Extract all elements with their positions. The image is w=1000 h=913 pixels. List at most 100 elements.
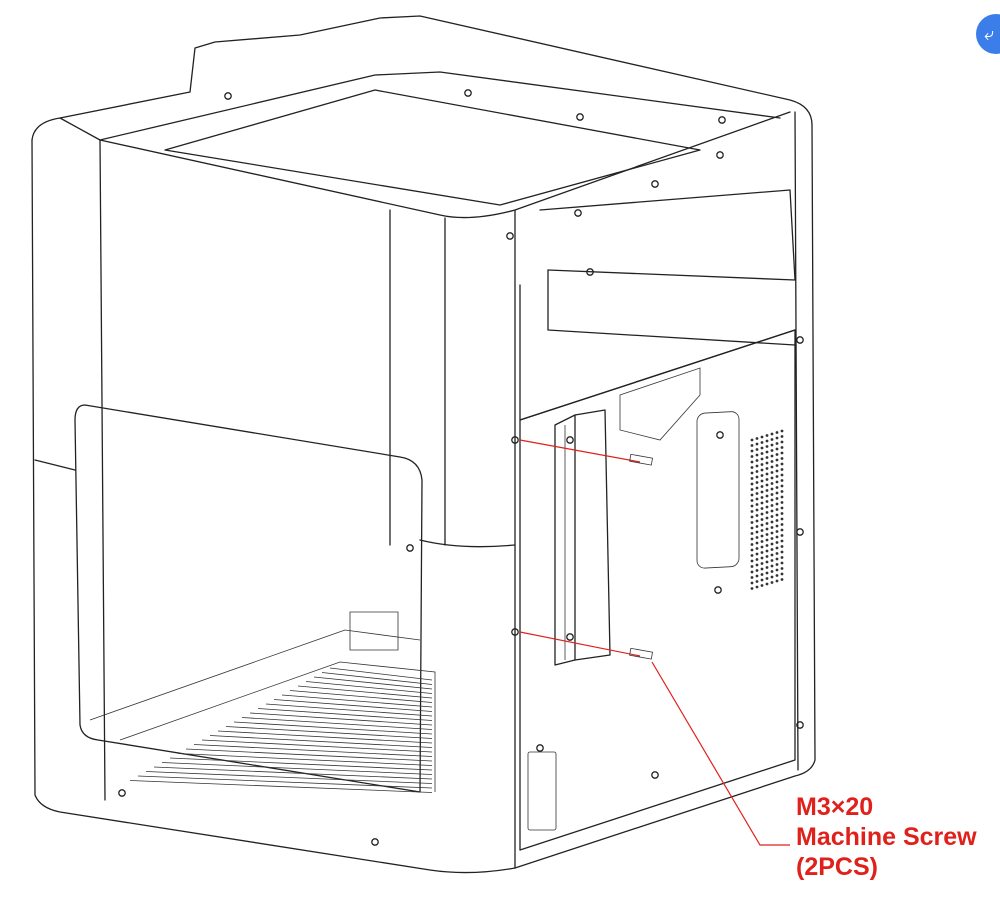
vent-hole	[760, 523, 764, 527]
vent-hole	[775, 464, 779, 467]
vent-hole	[765, 478, 769, 481]
vent-hole	[765, 555, 769, 558]
vent-hole	[770, 548, 774, 551]
vent-hole	[780, 501, 784, 504]
vent-hole	[775, 524, 779, 528]
vent-hole	[765, 467, 769, 470]
vent-hole	[780, 479, 784, 482]
vent-hole	[770, 553, 774, 557]
vent-hole	[770, 498, 774, 502]
bed-line	[265, 703, 433, 717]
screw-hole	[118, 789, 126, 797]
vent-hole	[780, 506, 784, 510]
vent-hole	[765, 445, 769, 448]
vent-hole	[760, 468, 764, 472]
vent-hole	[750, 581, 754, 585]
vent-hole	[780, 523, 784, 526]
vent-hole	[760, 485, 764, 488]
vent-hole	[760, 490, 764, 494]
vent-hole	[780, 561, 784, 565]
vent-hole	[770, 460, 774, 463]
vent-hole	[760, 573, 764, 576]
vent-hole	[765, 511, 769, 514]
vent-hole	[770, 476, 774, 480]
vent-hole	[765, 582, 769, 586]
vent-hole	[760, 435, 764, 439]
vent-hole	[780, 567, 784, 570]
vent-hole	[765, 527, 769, 531]
vent-hole	[750, 460, 754, 464]
vent-hole	[765, 549, 769, 553]
bed-line	[137, 775, 433, 789]
bed-line	[233, 721, 433, 735]
vent-hole	[775, 546, 779, 550]
vent-hole	[770, 526, 774, 529]
vent-hole	[765, 566, 769, 569]
bed-line	[313, 676, 433, 690]
vent-hole	[775, 535, 779, 539]
bed-texture	[129, 667, 433, 793]
screw-hole	[796, 336, 804, 344]
vent-hole	[760, 496, 764, 499]
vent-hole	[755, 508, 759, 512]
vent-hole	[750, 548, 754, 552]
vent-hole	[755, 503, 759, 506]
vent-hole	[765, 439, 769, 443]
screw-hole	[511, 628, 519, 636]
vent-hole	[775, 469, 779, 473]
vent-hole	[760, 452, 764, 455]
vent-hole	[770, 564, 774, 568]
vent-hole	[770, 575, 774, 579]
vent-hole	[780, 468, 784, 471]
vent-hole	[750, 543, 754, 546]
vent-hole	[775, 568, 779, 572]
vent-hole	[770, 531, 774, 535]
bed-line	[169, 757, 433, 771]
vent-hole	[780, 512, 784, 515]
vent-hole	[770, 509, 774, 513]
vent-grid	[750, 429, 784, 590]
screw-hole	[371, 838, 379, 846]
vent-hole	[770, 465, 774, 469]
vent-hole	[780, 578, 784, 581]
vent-hole	[780, 528, 784, 532]
bed-line	[225, 726, 433, 739]
vent-hole	[750, 471, 754, 475]
bed-line	[185, 748, 433, 762]
vent-hole	[770, 438, 774, 441]
vent-hole	[750, 521, 754, 524]
vent-hole	[755, 481, 759, 484]
vent-hole	[775, 563, 779, 566]
vent-hole	[750, 570, 754, 574]
vent-hole	[755, 470, 759, 473]
vent-hole	[765, 560, 769, 564]
vent-hole	[760, 479, 764, 483]
vent-hole	[770, 449, 774, 452]
vent-hole	[780, 556, 784, 559]
vent-hole	[780, 457, 784, 460]
screw-hole	[406, 544, 414, 552]
vent-hole	[750, 532, 754, 535]
vent-hole	[770, 570, 774, 573]
screw-hole	[536, 744, 544, 752]
vent-hole	[775, 436, 779, 440]
vent-hole	[775, 497, 779, 500]
vent-hole	[750, 510, 754, 513]
screw-holes	[118, 89, 804, 846]
vent-hole	[760, 578, 764, 582]
vent-hole	[770, 487, 774, 491]
bed-line	[321, 672, 433, 685]
vent-hole	[750, 482, 754, 486]
vent-hole	[755, 514, 759, 517]
vent-hole	[765, 516, 769, 520]
vent-hole	[775, 458, 779, 462]
vent-hole	[775, 502, 779, 506]
vent-hole	[770, 542, 774, 546]
vent-hole	[750, 488, 754, 491]
vent-hole	[780, 550, 784, 554]
vent-hole	[755, 530, 759, 534]
vent-hole	[750, 526, 754, 530]
vent-hole	[755, 574, 759, 578]
bed-line	[305, 681, 433, 694]
